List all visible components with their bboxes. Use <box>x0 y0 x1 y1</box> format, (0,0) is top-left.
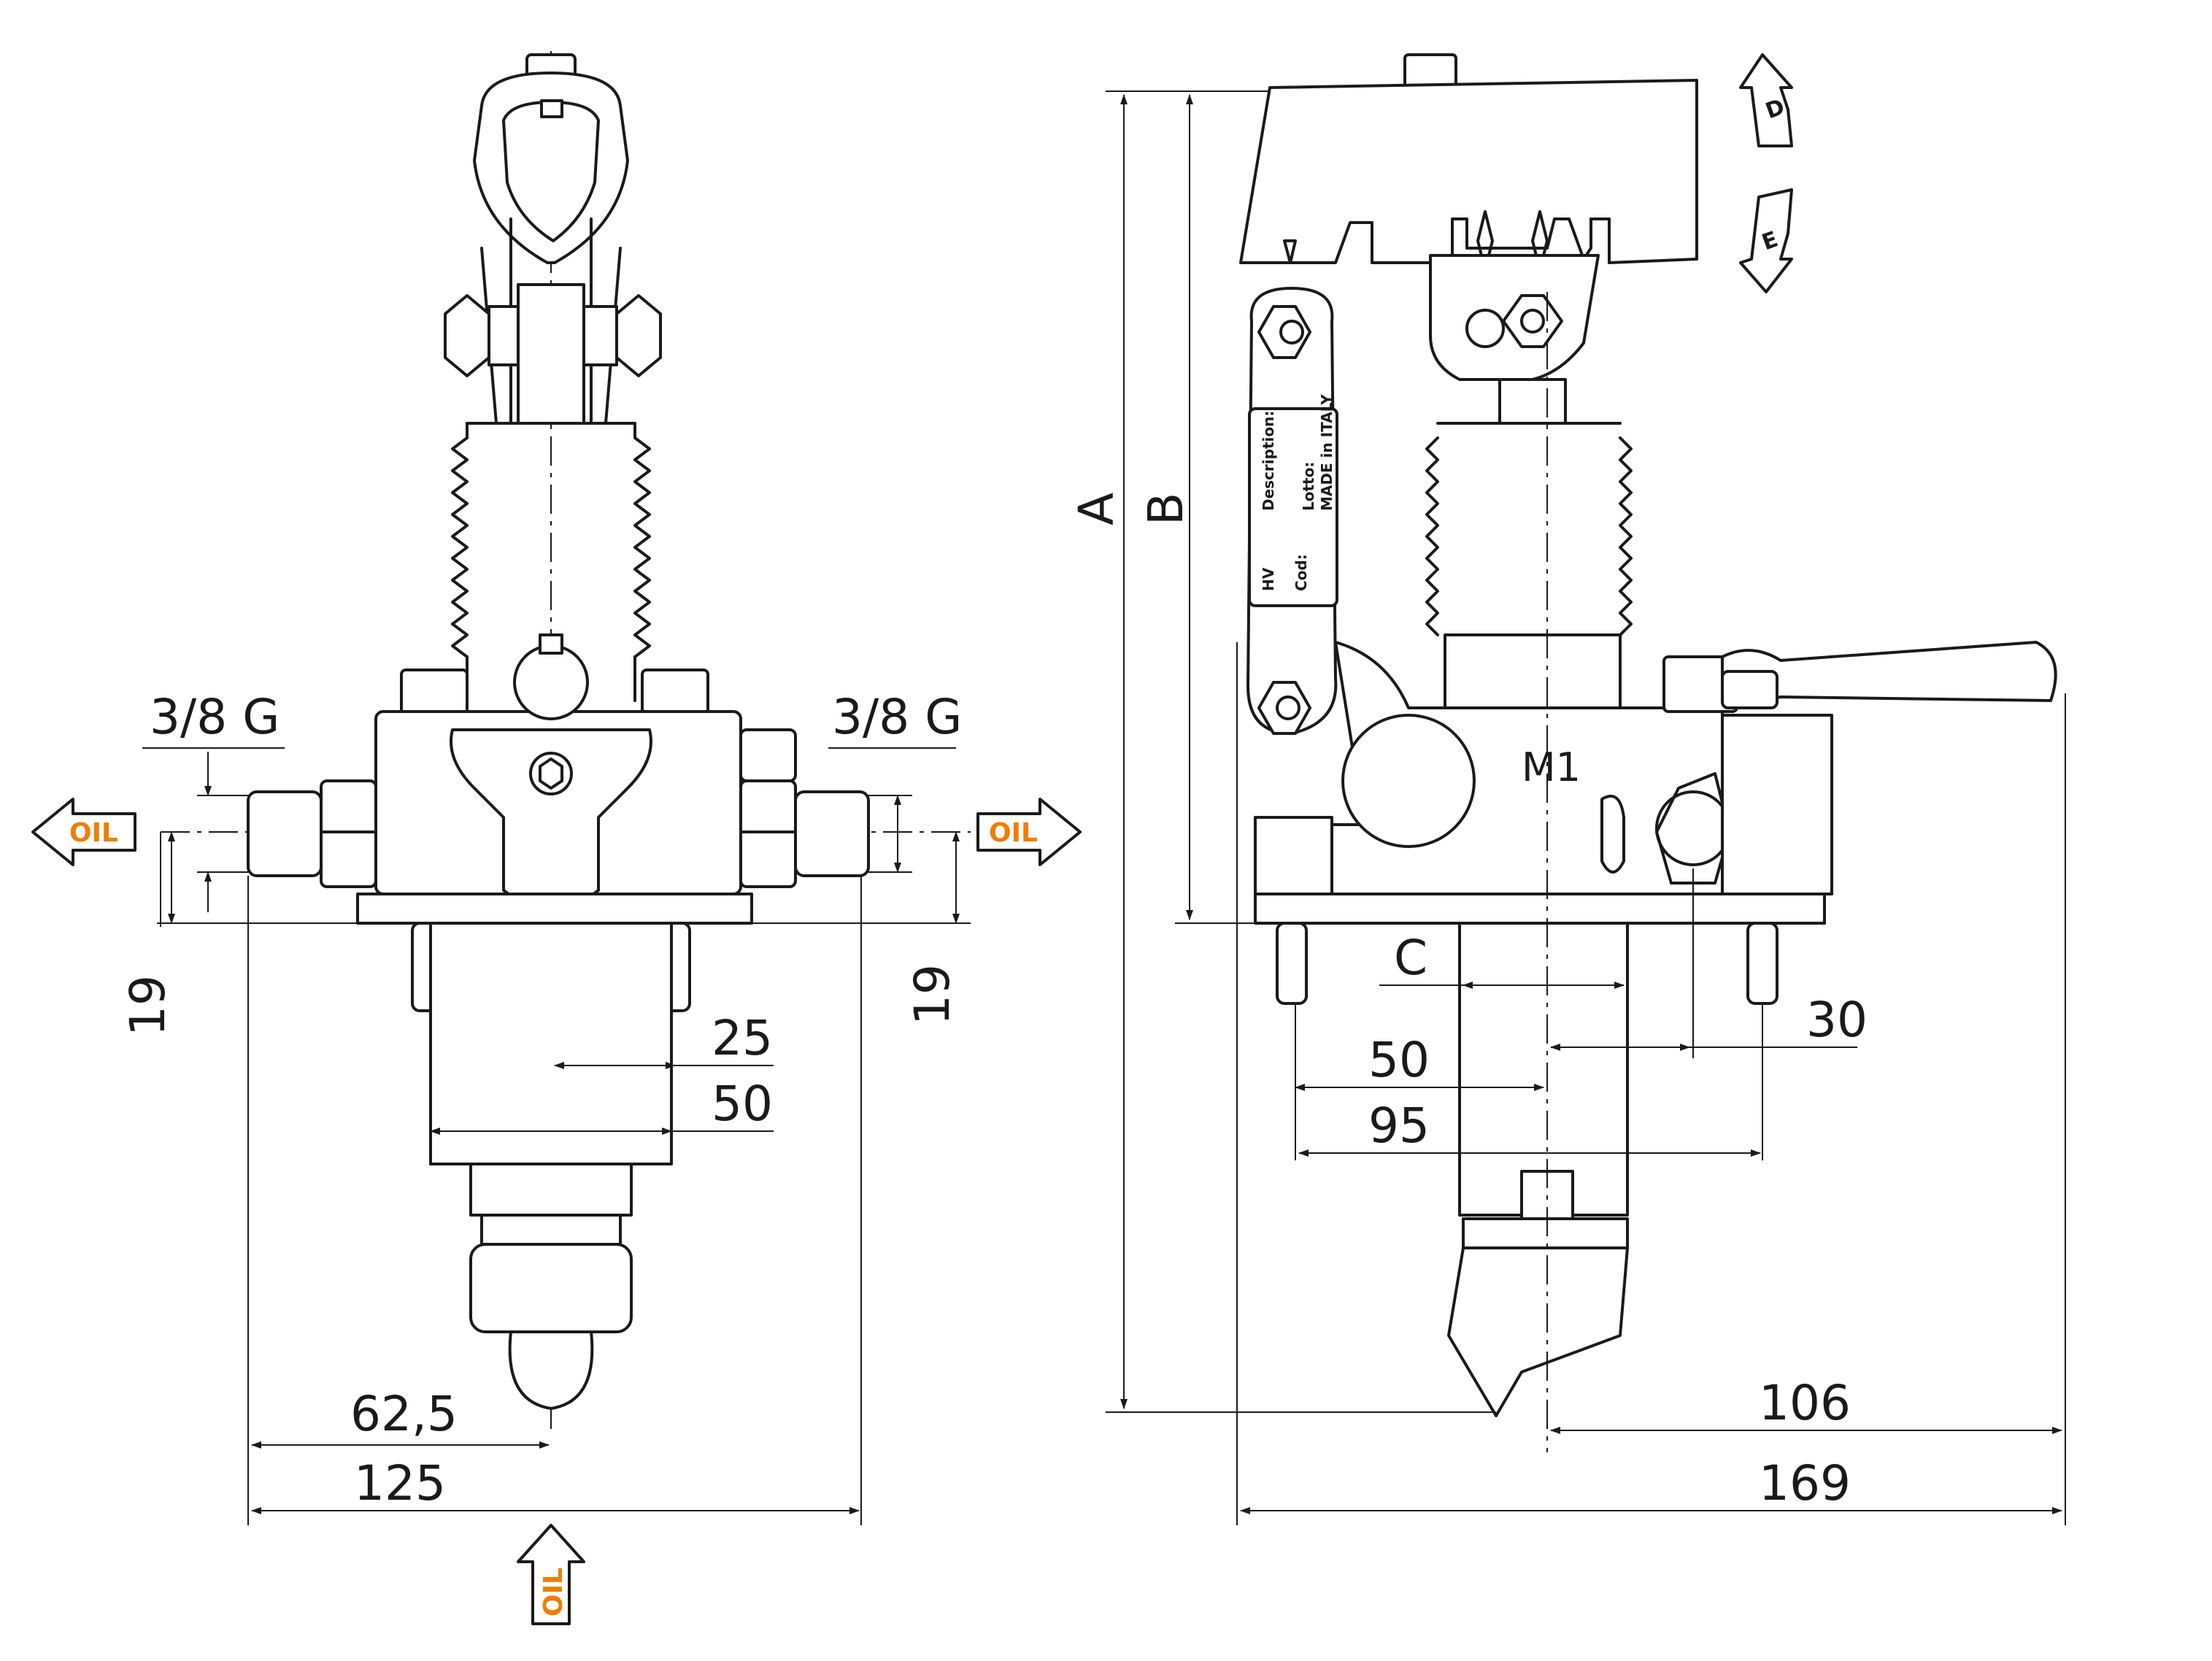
side-lever <box>1239 53 1698 425</box>
right-port-height-label: 19 <box>904 964 960 1025</box>
m1-port-label: M1 <box>1522 744 1581 790</box>
side-round-port-icon <box>1341 714 1476 848</box>
nameplate-description: Description: <box>1260 411 1277 511</box>
oil-arrow-bottom-icon: OIL <box>517 1524 585 1625</box>
right-port-thread-label: 3/8 G <box>832 689 962 745</box>
rotation-arrow-up-icon: D <box>1739 53 1793 147</box>
dim-125-label: 125 <box>354 1455 446 1511</box>
left-port-height-label: 19 <box>120 975 176 1036</box>
oil-left-label: OIL <box>69 818 118 848</box>
left-port-thread-label: 3/8 G <box>150 689 280 745</box>
arm-top-nut-icon <box>1257 305 1311 359</box>
nameplate <box>1248 407 1338 607</box>
dim-50-front-label: 50 <box>712 1076 773 1132</box>
dim-30-label: 30 <box>1806 992 1868 1048</box>
side-arm: HV Description: Lotto: MADE in ITALY Cod… <box>1246 287 1338 735</box>
oil-right-label: OIL <box>989 818 1038 848</box>
side-stud-right <box>1746 922 1779 1005</box>
front-right-port <box>739 728 870 888</box>
front-suction-body <box>429 922 673 1410</box>
nameplate-cod: Cod: <box>1292 554 1310 591</box>
nameplate-logo: HV <box>1260 567 1277 591</box>
side-bellows <box>1425 378 1633 709</box>
dim-62-5-label: 62,5 <box>350 1386 458 1442</box>
rotation-arrow-down-icon: E <box>1739 188 1793 293</box>
nameplate-made-in: MADE in ITALY <box>1318 394 1336 511</box>
arm-bottom-nut-icon <box>1257 681 1311 735</box>
right-nut-icon <box>615 294 662 377</box>
dim-106-label: 106 <box>1759 1375 1851 1431</box>
dim-C-label: C <box>1394 930 1427 986</box>
oil-bottom-label: OIL <box>539 1568 569 1616</box>
left-nut-icon <box>444 294 490 377</box>
dim-50-side-label: 50 <box>1368 1032 1430 1088</box>
oil-arrow-right-icon: OIL <box>976 798 1082 866</box>
front-dimensions <box>142 747 971 1525</box>
front-view: 3/8 G 3/8 G 19 19 25 50 62,5 125 OIL OIL… <box>31 51 1082 1625</box>
side-body <box>1254 641 2057 925</box>
dim-169-label: 169 <box>1759 1455 1851 1511</box>
side-view: HV Description: Lotto: MADE in ITALY Cod… <box>1068 53 2066 1525</box>
side-dimensions <box>1106 90 2066 1525</box>
front-left-port <box>247 779 377 888</box>
front-body <box>356 633 753 925</box>
oil-arrow-left-icon: OIL <box>31 798 136 866</box>
dim-B-label: B <box>1138 493 1194 525</box>
dim-25-label: 25 <box>712 1010 773 1066</box>
side-stud-left <box>1276 922 1308 1005</box>
dim-A-label: A <box>1068 493 1125 525</box>
dim-95-label: 95 <box>1368 1098 1430 1154</box>
side-suction-body <box>1447 922 1629 1417</box>
front-knob-icon <box>513 644 589 720</box>
nameplate-lotto: Lotto: <box>1300 462 1317 511</box>
front-handle <box>444 53 662 425</box>
